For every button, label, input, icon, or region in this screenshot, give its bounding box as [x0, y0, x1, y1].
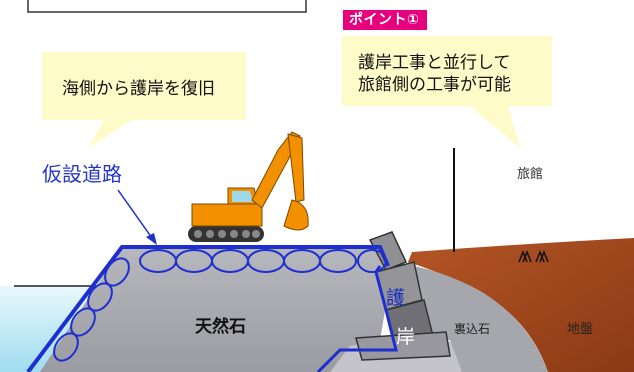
natural-stone-label: 天然石 — [195, 317, 246, 337]
slope-gabion-loops — [53, 257, 130, 362]
callout-right-bubble — [342, 36, 552, 148]
backfill-stone-label: 裏込石 — [454, 322, 491, 336]
ground-soil — [408, 238, 634, 372]
road-pointer-line — [117, 189, 153, 239]
temporary-road-label: 仮設道路 — [42, 162, 122, 186]
backfill-stone — [390, 262, 548, 372]
revetment-cap — [368, 231, 408, 271]
callout-left-bubble — [42, 52, 246, 148]
frame-box-fragment — [27, 0, 307, 13]
callout-right-text: 護岸工事と並行して 旅館側の工事が可能 — [358, 53, 511, 95]
callout-left-text: 海側から護岸を復旧 — [62, 79, 215, 99]
stone-gabion-loops — [139, 249, 387, 273]
grass-tuft — [518, 249, 549, 263]
revetment-footing — [355, 331, 451, 361]
point-badge: ポイント① — [343, 10, 428, 30]
natural-stone-embankment — [40, 247, 392, 372]
road-pointer-arrowhead — [146, 233, 157, 245]
excavator-illustration — [188, 131, 309, 242]
revetment-label-top: 護 — [386, 287, 406, 309]
inn-label: 旅館 — [517, 167, 544, 182]
ground-label: 地盤 — [567, 322, 594, 337]
revetment-label-bottom: 岸 — [396, 326, 416, 348]
